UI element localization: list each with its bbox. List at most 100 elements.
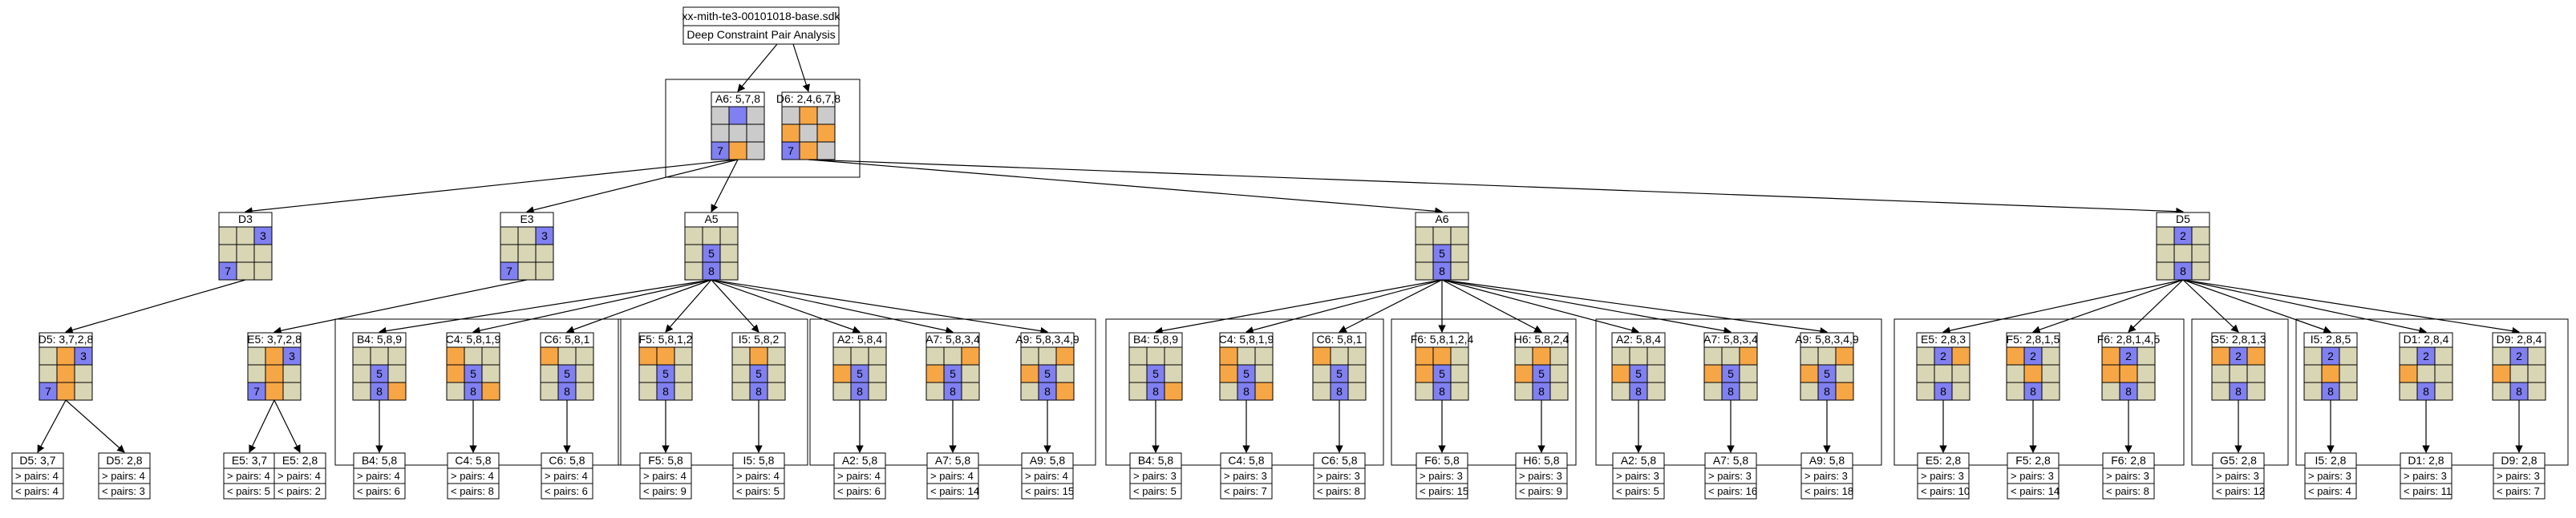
grid-cell-empty — [925, 346, 945, 366]
leaf-node[interactable]: A2: 5,8> pairs: 4< pairs: 6 — [833, 452, 886, 500]
level3-node[interactable]: A7: 5,8,3,458 — [925, 332, 980, 401]
leaf-node[interactable]: E5: 2,8> pairs: 4< pairs: 2 — [273, 452, 326, 500]
grid-cell-value: 5 — [1044, 367, 1051, 380]
grid-cell-value: 7 — [506, 265, 512, 277]
grid-cell-empty — [352, 382, 371, 401]
level3-node[interactable]: D9: 2,8,428 — [2492, 332, 2546, 401]
leaf-node[interactable]: C4: 5,8> pairs: 4< pairs: 8 — [447, 452, 500, 500]
record-title: C6: 5,8 — [549, 454, 585, 467]
grid-cell-value: 5 — [564, 367, 570, 380]
grid-cell-empty — [1237, 346, 1256, 366]
grid-cell-orange — [1835, 346, 1854, 366]
leaf-node[interactable]: G5: 2,8> pairs: 3< pairs: 12 — [2212, 452, 2265, 500]
level1-node[interactable]: D6: 2,4,6,7,87 — [776, 91, 840, 160]
tree-edge — [273, 399, 301, 453]
leaf-node[interactable]: E5: 3,7> pairs: 4< pairs: 5 — [223, 452, 276, 500]
leaf-node[interactable]: H6: 5,8> pairs: 3< pairs: 9 — [1515, 452, 1568, 500]
leaf-node[interactable]: A9: 5,8> pairs: 3< pairs: 18 — [1800, 452, 1853, 500]
node-title: E3 — [520, 212, 533, 225]
grid-cell-value: 8 — [662, 385, 669, 398]
grid-cell-empty — [2434, 346, 2453, 366]
level3-node[interactable]: E5: 3,7,2,837 — [247, 332, 302, 401]
root-file-name: xx-mith-te3-00101018-base.sdk — [682, 10, 841, 22]
lesser-pairs-count: < pairs: 5 — [1616, 485, 1659, 497]
level3-node[interactable]: A7: 5,8,3,458 — [1703, 332, 1758, 401]
level3-node[interactable]: A2: 5,8,458 — [832, 332, 887, 401]
leaf-node[interactable]: A9: 5,8> pairs: 4< pairs: 15 — [1021, 452, 1074, 500]
level3-node[interactable]: F6: 2,8,1,4,528 — [2097, 332, 2161, 401]
grid-cell-value: 2 — [2516, 350, 2522, 362]
leaf-node[interactable]: B4: 5,8> pairs: 3< pairs: 5 — [1129, 452, 1182, 500]
level1-node[interactable]: A6: 5,7,87 — [711, 91, 765, 160]
grid-cell-value: 8 — [1824, 385, 1830, 398]
leaf-node[interactable]: A7: 5,8> pairs: 3< pairs: 16 — [1704, 452, 1757, 500]
grid-cell-empty — [719, 244, 739, 263]
leaf-node[interactable]: E5: 2,8> pairs: 3< pairs: 10 — [1917, 452, 1970, 500]
level3-node[interactable]: G5: 2,8,1,328 — [2210, 332, 2266, 401]
level3-node[interactable]: I5: 2,8,528 — [2303, 332, 2358, 401]
level3-node[interactable]: A9: 5,8,3,4,958 — [1795, 332, 1859, 401]
grid-cell-value: 7 — [225, 265, 231, 277]
leaf-node[interactable]: I5: 2,8> pairs: 3< pairs: 4 — [2304, 452, 2357, 500]
record-frame — [98, 452, 151, 500]
leaf-node[interactable]: F6: 5,8> pairs: 3< pairs: 15 — [1416, 452, 1468, 500]
grid-cell-orange — [446, 346, 465, 366]
grid-cell-empty — [2399, 382, 2418, 401]
level3-node[interactable]: C4: 5,8,1,958 — [1219, 332, 1274, 401]
level3-node[interactable]: B4: 5,8,958 — [352, 332, 407, 401]
grid-cell-gray — [799, 123, 818, 143]
level3-node[interactable]: A9: 5,8,3,4,958 — [1015, 332, 1079, 401]
grid-cell-empty — [74, 364, 93, 383]
leaf-node[interactable]: D5: 3,7> pairs: 4< pairs: 4 — [11, 452, 64, 500]
level3-node[interactable]: D1: 2,8,428 — [2399, 332, 2453, 401]
tree-edge — [711, 159, 739, 212]
node-title: G5: 2,8,1,3 — [2210, 333, 2266, 346]
grid-cell-value: 8 — [1439, 265, 1445, 277]
grid-cell-value: 5 — [857, 367, 863, 380]
grid-cell-empty — [1703, 346, 1723, 366]
leaf-node[interactable]: D5: 2,8> pairs: 4< pairs: 3 — [98, 452, 151, 500]
leaf-node[interactable]: D1: 2,8> pairs: 3< pairs: 11 — [2400, 452, 2452, 500]
leaf-node[interactable]: A7: 5,8> pairs: 4< pairs: 14 — [926, 452, 979, 500]
grid-cell-empty — [767, 346, 786, 366]
level3-node[interactable]: F5: 5,8,1,258 — [638, 332, 693, 401]
level3-node[interactable]: F6: 5,8,1,2,458 — [1411, 332, 1474, 401]
grid-cell-empty — [575, 382, 594, 401]
lesser-pairs-count: < pairs: 9 — [1519, 485, 1562, 497]
lesser-pairs-count: < pairs: 7 — [1224, 485, 1267, 497]
grid-cell-empty — [1450, 364, 1469, 383]
leaf-node[interactable]: C4: 5,8> pairs: 3< pairs: 7 — [1220, 452, 1273, 500]
level3-node[interactable]: C4: 5,8,1,958 — [446, 332, 501, 401]
leaf-node[interactable]: B4: 5,8> pairs: 4< pairs: 6 — [353, 452, 406, 500]
level3-node[interactable]: H6: 5,8,2,458 — [1514, 332, 1569, 401]
leaf-node[interactable]: A2: 5,8> pairs: 3< pairs: 5 — [1612, 452, 1665, 500]
level3-node[interactable]: D5: 3,7,2,837 — [38, 332, 94, 401]
level3-node[interactable]: C6: 5,8,158 — [540, 332, 594, 401]
record-title: I5: 5,8 — [743, 454, 775, 467]
level3-node[interactable]: I5: 5,8,258 — [731, 332, 786, 401]
leaf-node[interactable]: I5: 5,8> pairs: 4< pairs: 5 — [732, 452, 785, 500]
record-frame — [1704, 452, 1757, 500]
level3-node[interactable]: C6: 5,8,158 — [1312, 332, 1367, 401]
leaf-node[interactable]: F6: 2,8> pairs: 3< pairs: 8 — [2102, 452, 2155, 500]
grid-cell-empty — [540, 382, 559, 401]
leaf-node[interactable]: C6: 5,8> pairs: 3< pairs: 8 — [1313, 452, 1366, 500]
leaf-node[interactable]: F5: 5,8> pairs: 4< pairs: 9 — [639, 452, 692, 500]
level3-node[interactable]: A2: 5,8,458 — [1611, 332, 1666, 401]
level3-node[interactable]: F5: 2,8,1,528 — [2006, 332, 2060, 401]
node-title: D5: 3,7,2,8 — [38, 333, 94, 346]
leaf-node[interactable]: C6: 5,8> pairs: 4< pairs: 6 — [541, 452, 593, 500]
level3-node[interactable]: E5: 2,8,328 — [1916, 332, 1970, 401]
grid-cell-orange — [1020, 364, 1039, 383]
leaf-node[interactable]: D9: 2,8> pairs: 3< pairs: 7 — [2493, 452, 2546, 500]
level3-node[interactable]: B4: 5,8,958 — [1128, 332, 1183, 401]
leaf-node[interactable]: F5: 2,8> pairs: 3< pairs: 14 — [2007, 452, 2060, 500]
greater-pairs-count: > pairs: 4 — [357, 470, 400, 482]
